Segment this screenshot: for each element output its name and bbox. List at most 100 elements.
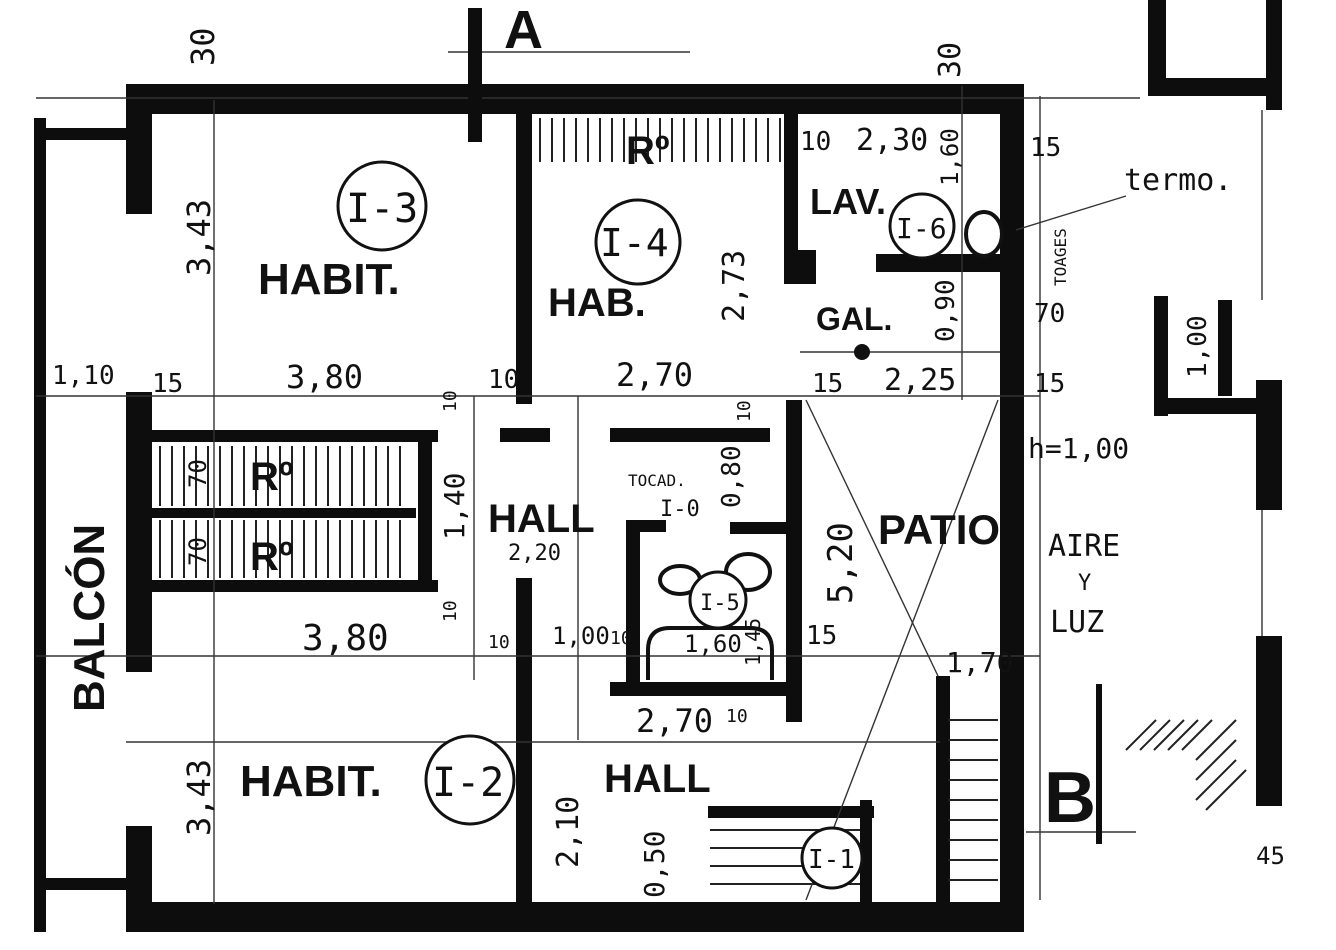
room-lav: LAV. bbox=[810, 181, 886, 222]
wall-lav-stub bbox=[798, 250, 816, 284]
dim-15-left: 15 bbox=[152, 369, 183, 399]
section-mark-b: B bbox=[1044, 758, 1096, 838]
room-hall-bot: HALL bbox=[604, 757, 711, 801]
dim-15-r1: 15 bbox=[1030, 133, 1061, 163]
neighbour-wall-5 bbox=[1154, 398, 1282, 414]
dim-273: 2,73 bbox=[717, 250, 752, 322]
wall-core-top bbox=[708, 806, 874, 818]
dim-15-mid: 15 bbox=[812, 369, 843, 399]
tag-i6: I-6 bbox=[896, 212, 947, 245]
neighbour-wall-2 bbox=[1148, 78, 1282, 96]
dimension-lines bbox=[36, 51, 1263, 904]
wall-bath-top bbox=[626, 520, 666, 532]
hatch-ro-top bbox=[539, 118, 781, 162]
label-ro-1: Rº bbox=[626, 129, 670, 173]
dim-160: 1,60 bbox=[936, 128, 964, 186]
circle-i5 bbox=[688, 570, 748, 630]
dim-140: 1,40 bbox=[438, 473, 471, 540]
wall-bath-right bbox=[786, 400, 802, 722]
balcony-rail-bottom bbox=[34, 878, 126, 890]
hatch-ro-upper bbox=[159, 446, 401, 506]
circle-i6 bbox=[888, 192, 956, 260]
wall-hall-stub-2 bbox=[610, 428, 770, 442]
room-aire: AIRE bbox=[1048, 529, 1120, 564]
tag-i3: I-3 bbox=[346, 186, 418, 232]
patio-diag-2 bbox=[805, 399, 999, 901]
dim-520: 5,20 bbox=[821, 522, 861, 604]
section-b-bar bbox=[1096, 684, 1102, 844]
dim-10-h: 10 bbox=[726, 706, 748, 727]
dim-70-b: 70 bbox=[184, 537, 212, 566]
neighbour-wall-7 bbox=[1256, 636, 1282, 806]
hatch-neighbour bbox=[1125, 719, 1247, 811]
dim-220: 2,20 bbox=[508, 541, 561, 566]
dim-110: 1,10 bbox=[52, 361, 115, 391]
neighbour-wall-4 bbox=[1154, 296, 1168, 416]
dim-10-f: 10 bbox=[610, 628, 632, 649]
dim-30-top-right: 30 bbox=[933, 42, 968, 78]
dim-10-b: 10 bbox=[800, 127, 831, 157]
wall-patio-post bbox=[936, 676, 950, 902]
dim-343-bottom: 3,43 bbox=[180, 759, 218, 836]
dim-050: 0,50 bbox=[638, 831, 671, 898]
termo-leader bbox=[1015, 195, 1127, 231]
termo-heater bbox=[964, 210, 1004, 258]
neighbour-wall-3 bbox=[1266, 0, 1282, 110]
label-termo: termo. bbox=[1124, 163, 1232, 198]
tag-i5: I-5 bbox=[700, 591, 740, 616]
dim-30-top-left: 30 bbox=[184, 27, 222, 66]
room-hall-mid: HALL bbox=[488, 497, 595, 541]
dim-70: 70 bbox=[1034, 299, 1065, 329]
label-tocad: TOCAD. bbox=[628, 471, 686, 490]
room-y: Y bbox=[1078, 571, 1091, 596]
dim-15-r2: 15 bbox=[1034, 369, 1065, 399]
room-hab: HAB. bbox=[548, 281, 646, 325]
circle-i3 bbox=[336, 160, 428, 252]
wall-left-upper bbox=[126, 84, 152, 214]
wall-bath-mid bbox=[730, 522, 800, 534]
neighbour-wall-1 bbox=[1148, 0, 1166, 96]
balcony-rail-top bbox=[34, 128, 126, 140]
wall-top bbox=[126, 84, 1024, 114]
tag-i4: I-4 bbox=[600, 221, 669, 265]
dim-45: 45 bbox=[1256, 842, 1285, 870]
dim-210: 2,10 bbox=[551, 796, 586, 868]
wall-core-right bbox=[860, 800, 872, 904]
tag-circles bbox=[336, 160, 956, 890]
wall-bottom bbox=[126, 902, 1024, 932]
label-ro-2: Rº bbox=[250, 455, 294, 499]
dim-10-d: 10 bbox=[734, 400, 755, 422]
tag-i0: I-0 bbox=[660, 497, 700, 522]
tag-i1: I-1 bbox=[808, 845, 855, 875]
room-habit-top: HABIT. bbox=[258, 255, 400, 304]
dim-270-top: 2,70 bbox=[616, 356, 693, 394]
tag-i2: I-2 bbox=[432, 760, 504, 806]
dim-10-e: 10 bbox=[488, 632, 510, 653]
dim-380-top: 3,80 bbox=[286, 358, 363, 396]
room-luz: LUZ bbox=[1050, 605, 1104, 640]
wall-habit-hab bbox=[516, 114, 532, 404]
wall-bath-bot bbox=[610, 682, 790, 696]
dim-270-bot: 2,70 bbox=[636, 702, 713, 740]
wall-bath-left bbox=[626, 520, 640, 690]
room-gal: GAL. bbox=[816, 301, 892, 337]
label-tabique: TOAGES bbox=[1051, 228, 1070, 286]
dim-15-h: 15 bbox=[806, 621, 837, 651]
neighbour-wall-6 bbox=[1256, 380, 1282, 510]
dim-145: 1,45 bbox=[741, 618, 765, 666]
section-mark-a: A bbox=[504, 0, 543, 60]
circle-i4 bbox=[594, 198, 682, 286]
dim-080: 0,80 bbox=[717, 445, 747, 508]
wall-hab-lav bbox=[784, 114, 798, 284]
dim-100: 1,00 bbox=[552, 622, 610, 650]
wall-stair-top bbox=[138, 430, 438, 442]
stair-hatching bbox=[159, 118, 1247, 885]
hatch-stair-core bbox=[710, 829, 860, 885]
dim-230: 2,30 bbox=[856, 123, 928, 158]
wall-stair-bot bbox=[138, 580, 438, 592]
dim-160-b: 1,60 bbox=[684, 630, 742, 658]
room-patio: PATIO bbox=[878, 506, 1000, 553]
labels: A B HABIT. HAB. LAV. GAL. HALL PATIO HAB… bbox=[52, 0, 1285, 898]
